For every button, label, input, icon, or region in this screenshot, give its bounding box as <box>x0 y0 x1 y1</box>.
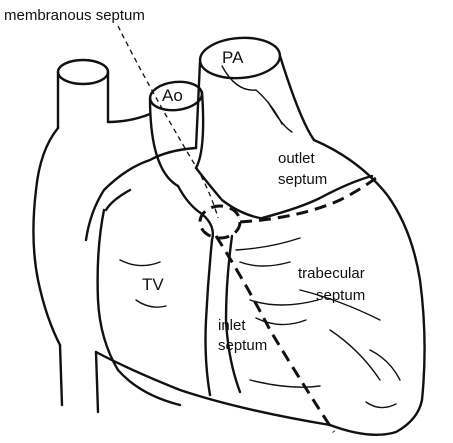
outlet-septum-label-line1: outlet <box>278 150 316 167</box>
ventricle-outline <box>86 140 425 435</box>
pulmonary-artery <box>196 35 314 148</box>
trabeculations <box>120 102 400 408</box>
pa-label: PA <box>222 48 244 67</box>
trabecular-septum-label-line1: trabecular <box>298 265 365 282</box>
inlet-septum-label-line1: inlet <box>218 317 246 334</box>
inlet-septum-label-line2: septum <box>218 337 267 354</box>
trabecular-septum-label-line2: septum <box>316 287 365 304</box>
ao-label: Ao <box>162 86 183 105</box>
tv-label: TV <box>142 275 164 294</box>
membranous-septum-label: membranous septum <box>4 7 145 24</box>
outlet-septum-label-line2: septum <box>278 171 327 188</box>
